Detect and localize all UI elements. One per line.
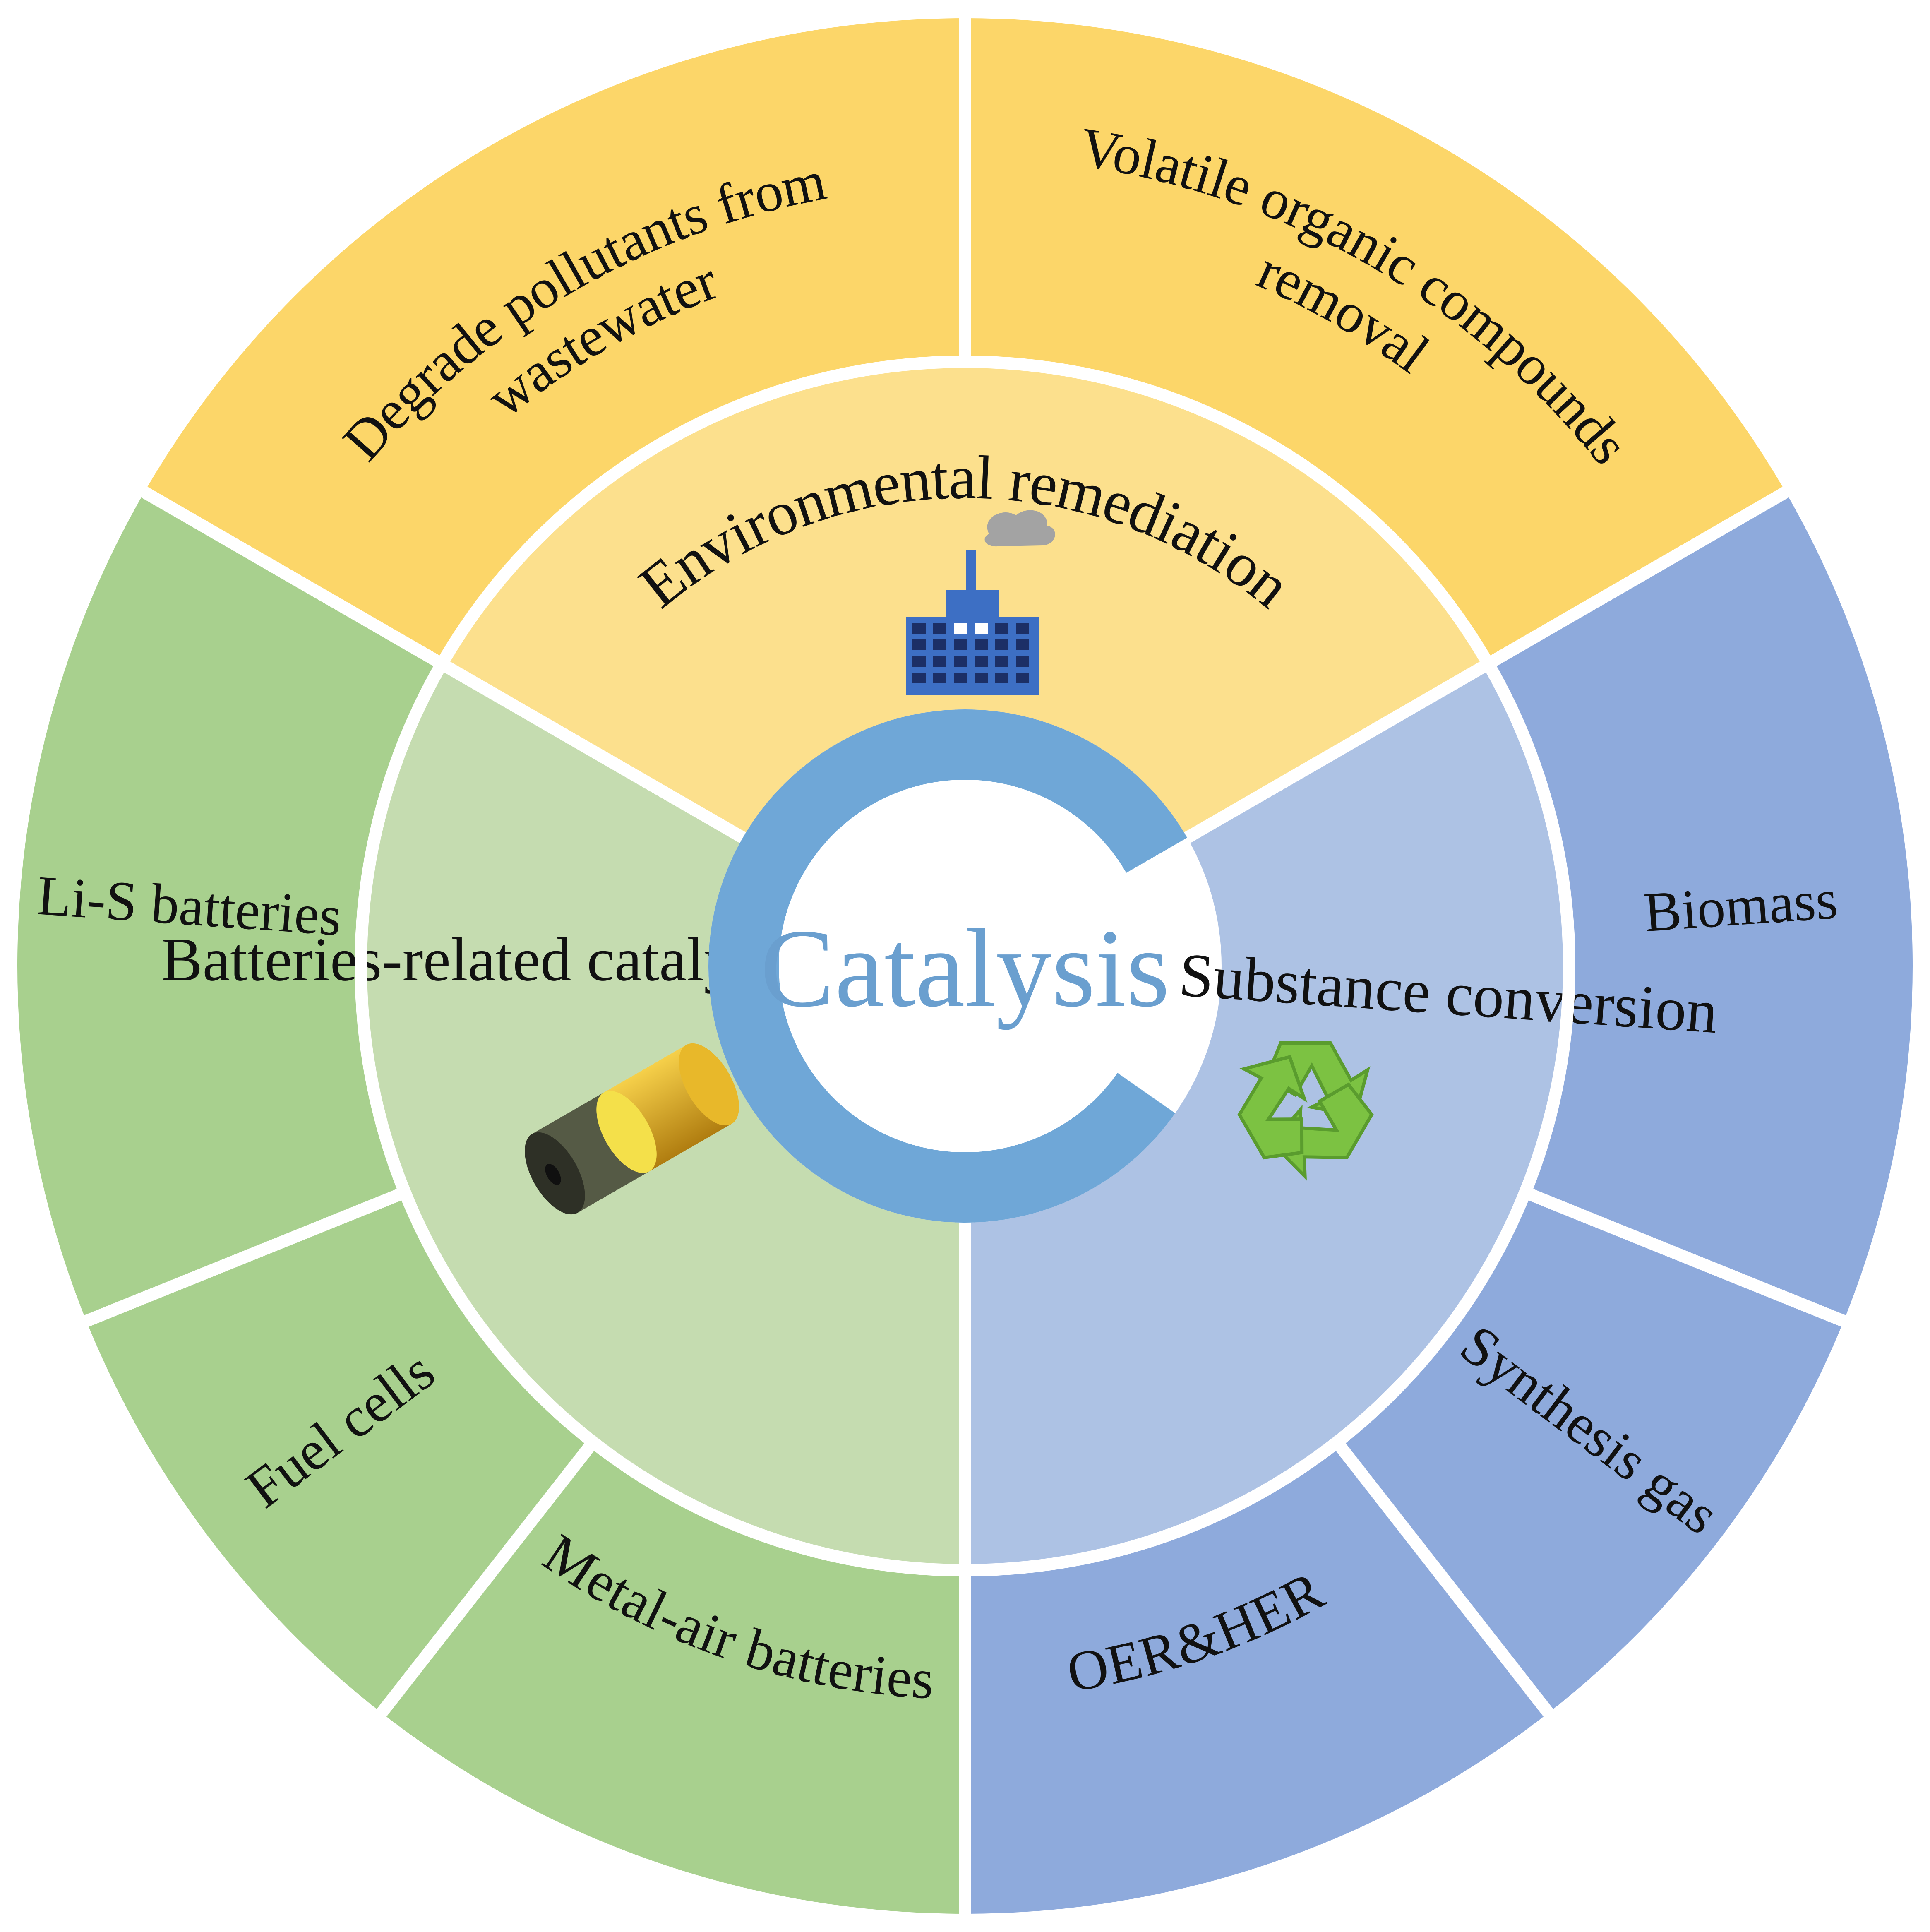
- center-disc: [779, 780, 1151, 1152]
- outer-sector-8: [17, 492, 442, 1321]
- center-c-ring: [708, 709, 1187, 1223]
- outer-sector-7: [86, 1192, 593, 1713]
- inner-label-bat: Batteries-related catalysis: [161, 925, 800, 994]
- icons: [525, 510, 1374, 1215]
- battery-icon: [525, 1043, 739, 1215]
- factory-icon: [906, 510, 1055, 695]
- outer-sector-3: [1488, 492, 1913, 1321]
- outer-sector-5: [965, 1442, 1548, 1914]
- outer-sector-1: [144, 18, 965, 664]
- outer-label-3: Biomass: [1642, 868, 1840, 944]
- outer-sector-2: [965, 18, 1786, 664]
- center-label: Catalysis: [760, 906, 1170, 1030]
- outer-sector-6: [382, 1442, 965, 1914]
- center-ring: [708, 709, 1187, 1223]
- recycle-icon: [1237, 1041, 1374, 1181]
- outer-sector-4: [1337, 1192, 1844, 1713]
